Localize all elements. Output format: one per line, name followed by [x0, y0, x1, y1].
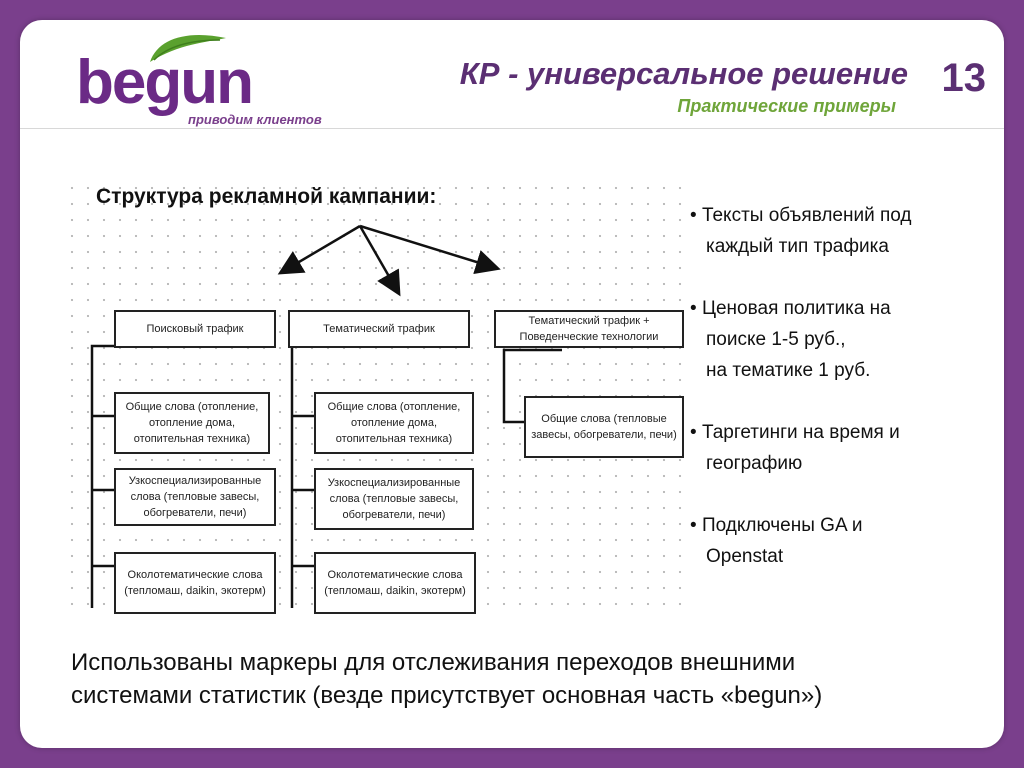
bullet-line: • Таргетинги на время и	[690, 422, 900, 443]
bullet-line: Openstat	[706, 546, 784, 567]
box-col2-specialized: Узкоспециализированные слова (тепловые з…	[314, 468, 474, 530]
begun-logo: begun приводим клиентов	[76, 32, 336, 132]
footer-note: Использованы маркеры для отслеживания пе…	[71, 646, 991, 712]
bullet-item: • Ценовая политика на поиске 1-5 руб., н…	[690, 293, 990, 386]
bullet-line: поиске 1-5 руб.,	[706, 329, 846, 350]
arrow-center	[358, 225, 401, 297]
box-col1-general: Общие слова (отопление, отопление дома, …	[114, 392, 270, 454]
bullet-line: • Тексты объявлений под	[690, 205, 912, 226]
bullet-line: географию	[706, 453, 803, 474]
bullet-line: каждый тип трафика	[706, 236, 889, 257]
campaign-structure-diagram: Структура рекламной кампании: Поисковый …	[64, 180, 684, 614]
box-col1-related: Околотематические слова (тепломаш, daiki…	[114, 552, 276, 614]
bullet-line: на тематике 1 руб.	[706, 360, 871, 381]
logo-wordmark: begun	[76, 48, 254, 117]
diagram-title: Структура рекламной кампании:	[96, 185, 437, 208]
logo-tagline: приводим клиентов	[188, 112, 322, 127]
bullet-item: • Тексты объявлений под каждый тип трафи…	[690, 200, 990, 262]
leaf-icon	[150, 35, 226, 62]
connector-col3	[502, 348, 562, 424]
footer-line-1: Использованы маркеры для отслеживания пе…	[71, 649, 796, 676]
box-col3-general: Общие слова (тепловые завесы, обогревате…	[524, 396, 684, 458]
footer-line-2: системами статистик (везде присутствует …	[71, 682, 823, 709]
box-thematic-behavioral: Тематический трафик + Поведенческие техн…	[494, 310, 684, 348]
arrow-left	[277, 224, 361, 275]
box-thematic-traffic: Тематический трафик	[288, 310, 470, 348]
bullet-item: • Подключены GA и Openstat	[690, 510, 990, 572]
bullet-line: • Ценовая политика на	[690, 298, 891, 319]
bullet-item: • Таргетинги на время и географию	[690, 417, 990, 479]
slide: begun приводим клиентов КР - универсальн…	[20, 20, 1004, 748]
box-col2-general: Общие слова (отопление, отопление дома, …	[314, 392, 474, 454]
arrow-right	[359, 224, 501, 275]
bullet-list: • Тексты объявлений под каждый тип трафи…	[690, 200, 990, 603]
slide-title: КР - универсальное решение	[459, 56, 908, 91]
slide-subtitle: Практические примеры	[677, 96, 896, 116]
box-col2-related: Околотематические слова (тепломаш, daiki…	[314, 552, 476, 614]
box-search-traffic: Поисковый трафик	[114, 310, 276, 348]
page-number: 13	[941, 56, 987, 100]
box-col1-specialized: Узкоспециализированные слова (тепловые з…	[114, 468, 276, 526]
bullet-line: • Подключены GA и	[690, 515, 863, 536]
header-divider	[20, 128, 1004, 129]
